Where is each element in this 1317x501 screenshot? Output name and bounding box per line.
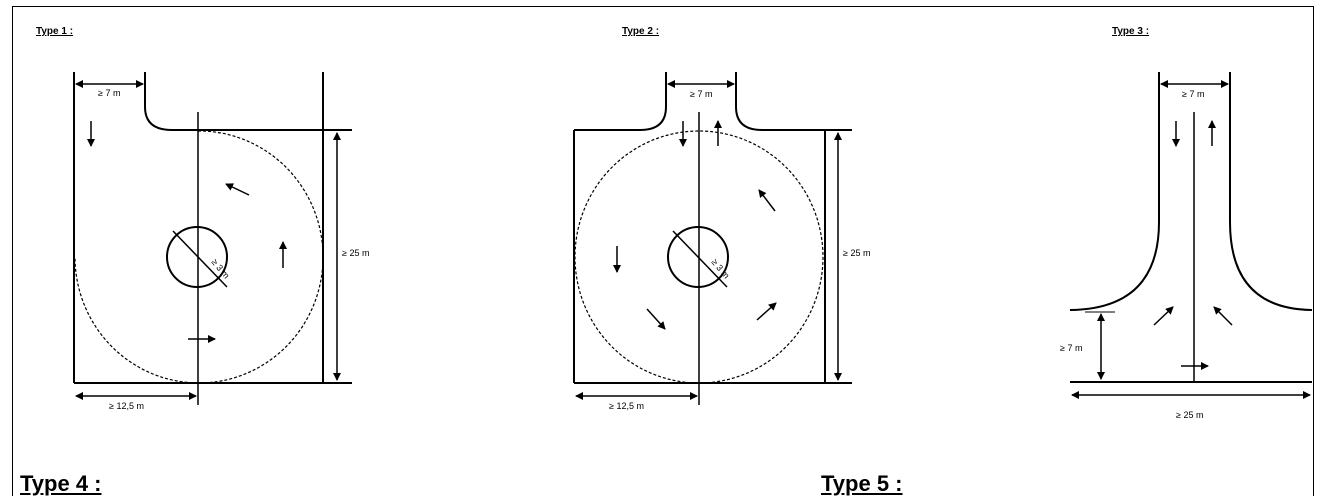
type3-title: Type 3 : — [1112, 26, 1149, 37]
type1-width-bottom: ≥ 12,5 m — [109, 401, 144, 411]
type3-width-top: ≥ 7 m — [1182, 89, 1204, 99]
type4-title: Type 4 : — [20, 471, 102, 496]
type3-height: ≥ 7 m — [1060, 343, 1082, 353]
type5-title: Type 5 : — [821, 471, 903, 496]
type2-width-bottom: ≥ 12,5 m — [609, 401, 644, 411]
type1-width-top: ≥ 7 m — [98, 88, 120, 98]
type1-title: Type 1 : — [36, 26, 73, 37]
type2-width-top: ≥ 7 m — [690, 89, 712, 99]
type2-diagram: Type 2 : ≥ 3 m ≥ 7 m ≥ 25 m ≥ 12,5 m — [573, 26, 870, 411]
type1-height: ≥ 25 m — [342, 248, 369, 258]
page-frame — [12, 6, 1314, 496]
type1-diagram: Type 1 : ≥ 3 m ≥ 7 m ≥ 25 m ≥ 12,5 m — [36, 26, 369, 411]
type2-height: ≥ 25 m — [843, 248, 870, 258]
type3-diagram: Type 3 : ≥ 7 m ≥ 7 m ≥ 25 m — [1060, 26, 1313, 420]
type3-width-bottom: ≥ 25 m — [1176, 410, 1203, 420]
type2-title: Type 2 : — [622, 26, 659, 37]
